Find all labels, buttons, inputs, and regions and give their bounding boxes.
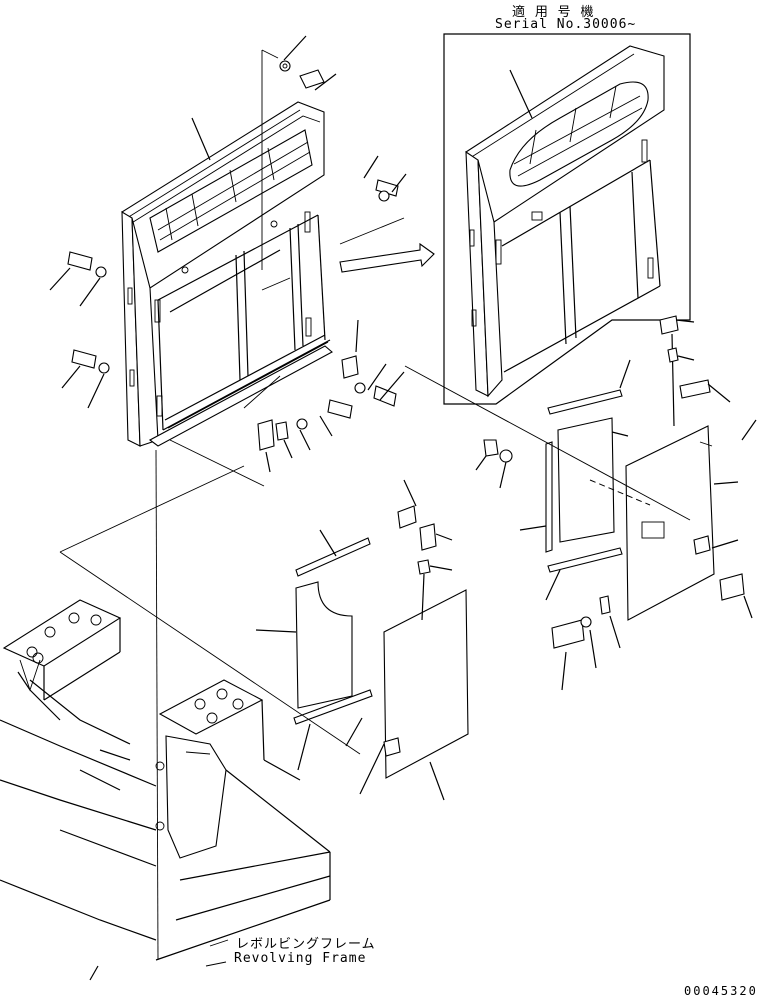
cover-assembly-right (475, 315, 757, 691)
serial-number-label: Serial No.30006~ (495, 17, 637, 32)
inset-box (443, 33, 691, 405)
drawing-number: 00045320 (684, 984, 758, 998)
revolving-frame (0, 599, 331, 981)
revolving-frame-label-en: Revolving Frame (234, 951, 367, 966)
revolving-frame-label-jp: レボルビングフレーム (236, 937, 376, 952)
bolt-set-left (49, 35, 407, 473)
cover-assembly-center (255, 479, 469, 801)
radiator-guard-frame (121, 101, 333, 447)
inset-heading-jp: 適 用 号 機 (512, 5, 595, 20)
arrow-to-inset (339, 242, 435, 273)
